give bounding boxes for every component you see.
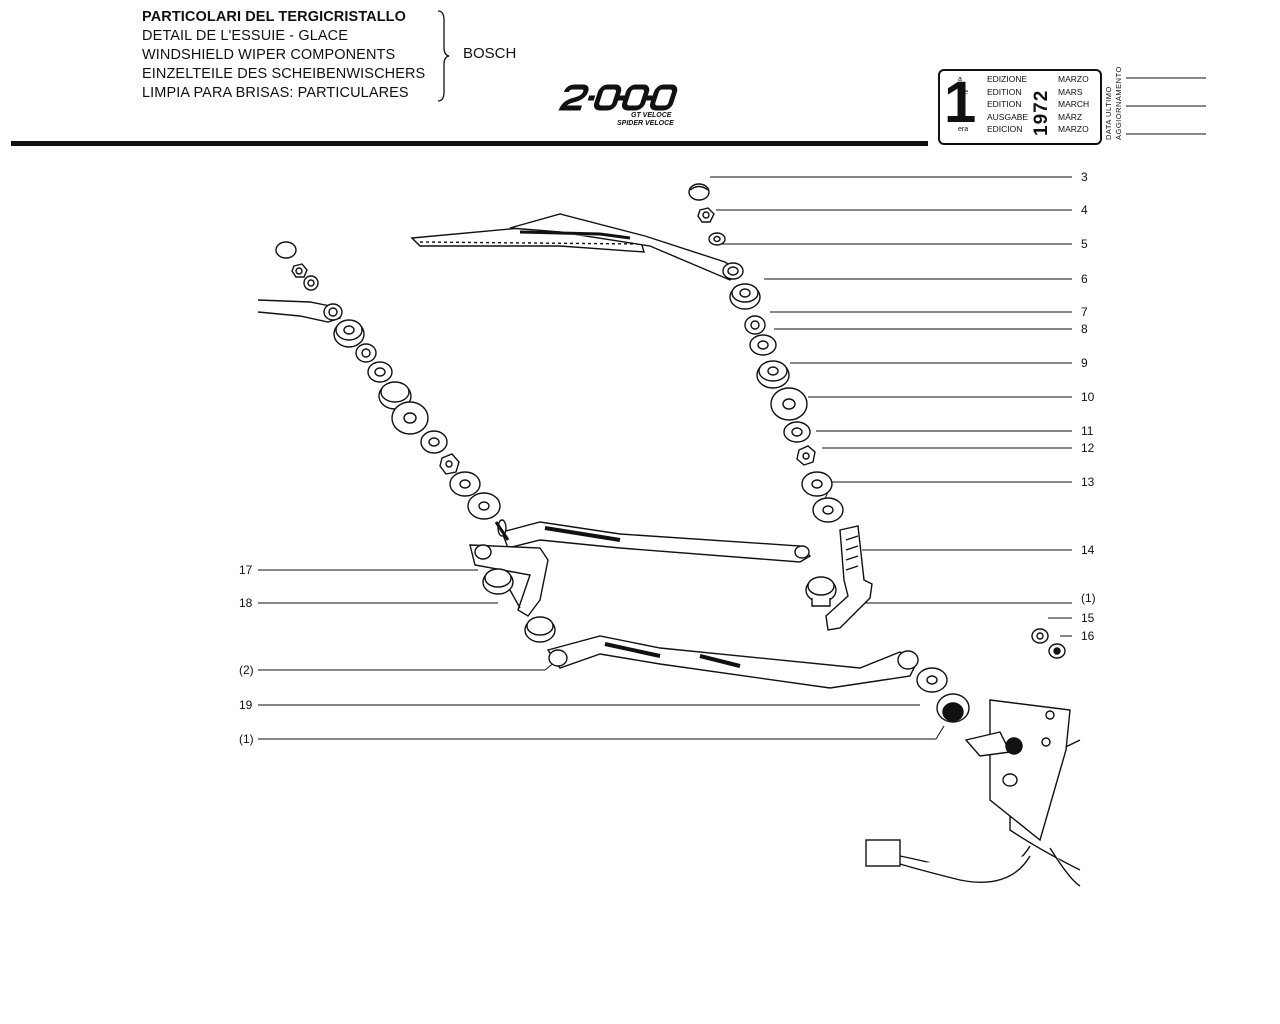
left-spindle-parts [275,241,501,520]
model-line-spider: SPIDER VELOCE [617,120,674,127]
callout-7: 7 [1081,305,1088,319]
callout-16: 16 [1081,629,1095,643]
callout-6: 6 [1081,272,1088,286]
lower-linkage-rod [546,635,919,689]
title-english: WINDSHIELD WIPER COMPONENTS [142,47,396,63]
edition-label-it: EDIZIONE [987,74,1028,84]
left-crank [469,544,556,643]
callout-1-right: (1) [1081,591,1096,605]
brace-icon [437,10,450,102]
edition-labels: EDIZIONE EDITION EDITION AUSGABE EDICION [987,73,1028,136]
callout-10: 10 [1081,390,1095,404]
callout-11: 11 [1081,424,1094,438]
callout-14: 14 [1081,543,1095,557]
model-line-gt: GT VELOCE [631,112,672,119]
callout-15: 15 [1081,611,1095,625]
suffix-de: - [958,113,961,121]
suffix-es: era [958,126,969,133]
model-logo: 2000 [558,84,678,111]
month-en: MARCH [1058,99,1090,109]
right-crank [805,525,873,631]
callout-13: 13 [1081,475,1095,489]
title-french: DETAIL DE L'ESSUIE - GLACE [142,28,349,44]
title-spanish: LIMPIA PARA BRISAS: PARTICULARES [142,85,409,101]
edition-label-fr: EDITION [987,86,1022,97]
suffix-it: a [958,76,962,83]
edition-label-es: EDICION [987,124,1023,134]
callout-3: 3 [1081,170,1088,184]
month-de: MÄRZ [1058,111,1083,122]
motor-assembly [865,628,1081,887]
callout-2: (2) [239,663,254,677]
month-it: MARZO [1058,74,1089,84]
brand-label: BOSCH [463,45,517,62]
callout-18: 18 [239,596,253,610]
title-italian: PARTICOLARI DEL TERGICRISTALLO [142,9,406,25]
edition-box [938,69,1102,145]
callout-8: 8 [1081,322,1088,336]
edition-suffixes: a ère st - era [958,74,968,137]
callout-17: 17 [239,563,253,577]
edition-label-en: EDITION [987,99,1022,109]
edition-months: MARZO MARS MARCH MÄRZ MARZO [1058,73,1089,136]
month-fr: MARS [1058,86,1083,97]
month-es: MARZO [1058,124,1089,134]
edition-number: 1 [944,70,977,135]
edition-label-de: AUSGABE [987,111,1029,122]
callout-5: 5 [1081,237,1088,251]
title-block: PARTICOLARI DEL TERGICRISTALLO DETAIL DE… [142,8,425,103]
header-rule [11,141,928,146]
callout-19: 19 [239,698,253,712]
callout-4: 4 [1081,203,1088,217]
model-variants: GT VELOCE SPIDER VELOCE [617,112,674,128]
right-wiper-blade [410,213,744,281]
right-spindle-parts [688,183,844,523]
callout-1-left: (1) [239,732,254,746]
callout-9: 9 [1081,356,1088,370]
title-german: EINZELTEILE DES SCHEIBENWISCHERS [142,66,426,82]
suffix-fr: ère [958,88,969,96]
suffix-en: st [958,101,964,108]
left-wiper-arm [257,299,343,323]
callout-12: 12 [1081,441,1095,455]
upper-linkage-rod [494,519,812,563]
